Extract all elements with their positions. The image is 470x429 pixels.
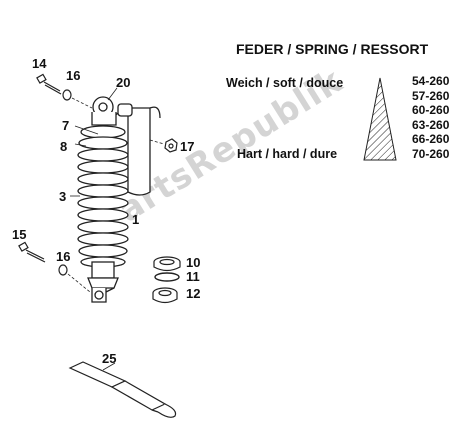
- spring-rate: 70-260: [412, 146, 450, 161]
- callout-25: 25: [102, 351, 117, 366]
- spring-rate: 60-260: [412, 103, 450, 117]
- spring-rate: 57-260: [412, 88, 450, 103]
- soft-label: Weich / soft / douce: [226, 76, 344, 90]
- callout-11: 11: [186, 269, 200, 284]
- spring-rate: 66-260: [412, 132, 450, 146]
- callout-10: 10: [186, 255, 201, 270]
- callout-16-bottom: 16: [56, 249, 71, 264]
- tool-25: [68, 361, 177, 418]
- callout-17: 17: [180, 139, 195, 154]
- ring-12: [152, 287, 178, 304]
- spring-coil: [77, 125, 129, 268]
- spring-rate-list: 54-260 57-260 60-260 63-260 66-260 70-26…: [412, 74, 449, 161]
- callout-3: 3: [59, 189, 67, 204]
- callout-16-top: 16: [66, 68, 81, 83]
- top-mount: [91, 96, 117, 126]
- callout-8: 8: [60, 139, 68, 154]
- spring-table-title: FEDER / SPRING / RESSORT: [236, 41, 429, 57]
- callout-12: 12: [186, 286, 201, 301]
- washer-16-bottom: [58, 264, 68, 276]
- hard-label: Hart / hard / dure: [237, 147, 338, 161]
- callout-7: 7: [62, 118, 70, 133]
- spring-rate: 63-260: [412, 117, 450, 132]
- callout-15: 15: [12, 227, 27, 242]
- washer-16-top: [62, 89, 72, 101]
- bolt-14: [36, 73, 62, 95]
- spring-rate-triangle: [363, 77, 397, 161]
- ring-11: [154, 272, 180, 282]
- lower-mount: [87, 261, 119, 303]
- callout-14: 14: [32, 56, 47, 71]
- damper-reservoir: [111, 103, 161, 196]
- nut-17: [164, 138, 178, 153]
- ring-10: [153, 256, 181, 272]
- bolt-15: [18, 241, 46, 263]
- callout-20: 20: [116, 75, 131, 90]
- spring-rate: 54-260: [412, 74, 450, 88]
- callout-1: 1: [132, 212, 140, 227]
